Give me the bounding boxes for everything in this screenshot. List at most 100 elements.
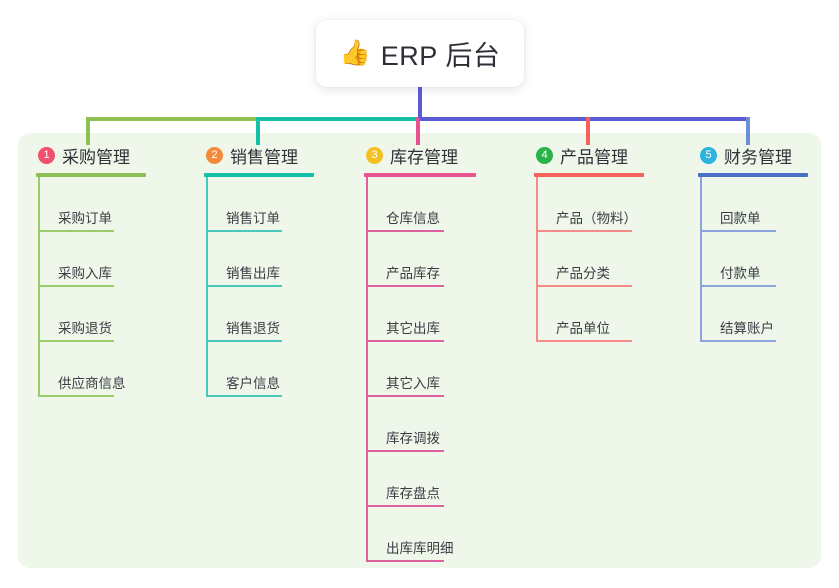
leaf-node-underline — [536, 230, 632, 232]
bus-segment-1 — [86, 117, 258, 121]
column-number-badge: 1 — [38, 146, 55, 164]
leaf-node[interactable]: 出库库明细 — [364, 507, 476, 562]
leaf-node[interactable]: 销售出库 — [204, 232, 314, 287]
leaf-node[interactable]: 其它出库 — [364, 287, 476, 342]
column-header-underline — [364, 173, 476, 177]
leaf-node-underline — [366, 340, 444, 342]
column-header-underline — [698, 173, 808, 177]
leaf-node[interactable]: 产品单位 — [534, 287, 644, 342]
leaf-node-label: 采购入库 — [58, 266, 112, 281]
leaf-node-label: 回款单 — [720, 211, 761, 226]
leaf-node[interactable]: 采购订单 — [36, 177, 146, 232]
leaf-node-underline — [536, 285, 632, 287]
leaf-node-label: 产品（物料） — [556, 211, 637, 226]
leaf-node[interactable]: 客户信息 — [204, 342, 314, 397]
leaf-node-underline — [700, 340, 776, 342]
leaf-node-label: 采购订单 — [58, 211, 112, 226]
leaf-node-underline — [38, 395, 114, 397]
leaf-node[interactable]: 销售订单 — [204, 177, 314, 232]
leaf-node[interactable]: 销售退货 — [204, 287, 314, 342]
leaf-node-label: 产品分类 — [556, 266, 610, 281]
leaf-node-underline — [206, 340, 282, 342]
leaf-node[interactable]: 采购入库 — [36, 232, 146, 287]
leaf-node-label: 结算账户 — [720, 321, 774, 336]
column-spine — [536, 177, 538, 342]
leaf-node-underline — [206, 395, 282, 397]
leaf-node-label: 销售退货 — [226, 321, 280, 336]
leaf-node-underline — [38, 340, 114, 342]
column-items: 仓库信息产品库存其它出库其它入库库存调拨库存盘点出库库明细 — [364, 177, 476, 562]
column-number-badge: 3 — [366, 146, 383, 164]
riser-to-column-5 — [746, 117, 750, 145]
leaf-node[interactable]: 库存盘点 — [364, 452, 476, 507]
leaf-node-label: 采购退货 — [58, 321, 112, 336]
leaf-node[interactable]: 产品分类 — [534, 232, 644, 287]
leaf-node[interactable]: 结算账户 — [698, 287, 808, 342]
leaf-node-label: 产品库存 — [386, 266, 440, 281]
column-title: 库存管理 — [390, 147, 458, 167]
bus-segment-2 — [258, 117, 418, 121]
column-header-underline — [36, 173, 146, 177]
leaf-node-underline — [366, 395, 444, 397]
leaf-node[interactable]: 供应商信息 — [36, 342, 146, 397]
leaf-node-underline — [366, 505, 444, 507]
column-spine — [700, 177, 702, 342]
leaf-node-label: 仓库信息 — [386, 211, 440, 226]
leaf-node-underline — [38, 230, 114, 232]
column-items: 采购订单采购入库采购退货供应商信息 — [36, 177, 146, 397]
column-header-underline — [534, 173, 644, 177]
leaf-node-underline — [38, 285, 114, 287]
column-3: 3 库存管理仓库信息产品库存其它出库其它入库库存调拨库存盘点出库库明细 — [364, 140, 476, 562]
leaf-node-label: 出库库明细 — [386, 541, 454, 556]
column-header-3[interactable]: 3 库存管理 — [364, 140, 476, 170]
root-node-title: ERP 后台 — [380, 41, 501, 71]
leaf-node-underline — [366, 230, 444, 232]
leaf-node-underline — [366, 285, 444, 287]
column-spine — [38, 177, 40, 397]
leaf-node[interactable]: 付款单 — [698, 232, 808, 287]
leaf-node-label: 付款单 — [720, 266, 761, 281]
leaf-node-underline — [700, 285, 776, 287]
leaf-node[interactable]: 采购退货 — [36, 287, 146, 342]
leaf-node-label: 其它出库 — [386, 321, 440, 336]
leaf-node[interactable]: 产品库存 — [364, 232, 476, 287]
leaf-node-underline — [536, 340, 632, 342]
riser-to-column-3 — [416, 117, 420, 145]
leaf-node[interactable]: 回款单 — [698, 177, 808, 232]
leaf-node-label: 销售订单 — [226, 211, 280, 226]
leaf-node[interactable]: 产品（物料） — [534, 177, 644, 232]
leaf-node-underline — [700, 230, 776, 232]
column-items: 产品（物料） 产品分类产品单位 — [534, 177, 644, 342]
leaf-node[interactable]: 其它入库 — [364, 342, 476, 397]
leaf-node[interactable]: 仓库信息 — [364, 177, 476, 232]
leaf-node-underline — [206, 230, 282, 232]
riser-to-column-1 — [86, 117, 90, 145]
leaf-node[interactable]: 库存调拨 — [364, 397, 476, 452]
column-number-badge: 4 — [536, 146, 553, 164]
bus-segment-3 — [418, 117, 750, 121]
root-node-erp-backend[interactable]: 👍 ERP 后台 — [316, 20, 524, 87]
leaf-node-underline — [366, 560, 444, 562]
leaf-node-label: 库存调拨 — [386, 431, 440, 446]
riser-to-column-4 — [586, 117, 590, 145]
leaf-node-label: 库存盘点 — [386, 486, 440, 501]
leaf-node-label: 销售出库 — [226, 266, 280, 281]
column-items: 回款单付款单结算账户 — [698, 177, 808, 342]
column-title: 财务管理 — [724, 147, 792, 167]
column-spine — [366, 177, 368, 562]
column-spine — [206, 177, 208, 397]
root-trunk-connector — [418, 86, 422, 118]
column-number-badge: 2 — [206, 146, 223, 164]
diagram-panel — [18, 133, 821, 568]
leaf-node-underline — [366, 450, 444, 452]
column-items: 销售订单销售出库销售退货客户信息 — [204, 177, 314, 397]
leaf-node-label: 客户信息 — [226, 376, 280, 391]
leaf-node-underline — [206, 285, 282, 287]
